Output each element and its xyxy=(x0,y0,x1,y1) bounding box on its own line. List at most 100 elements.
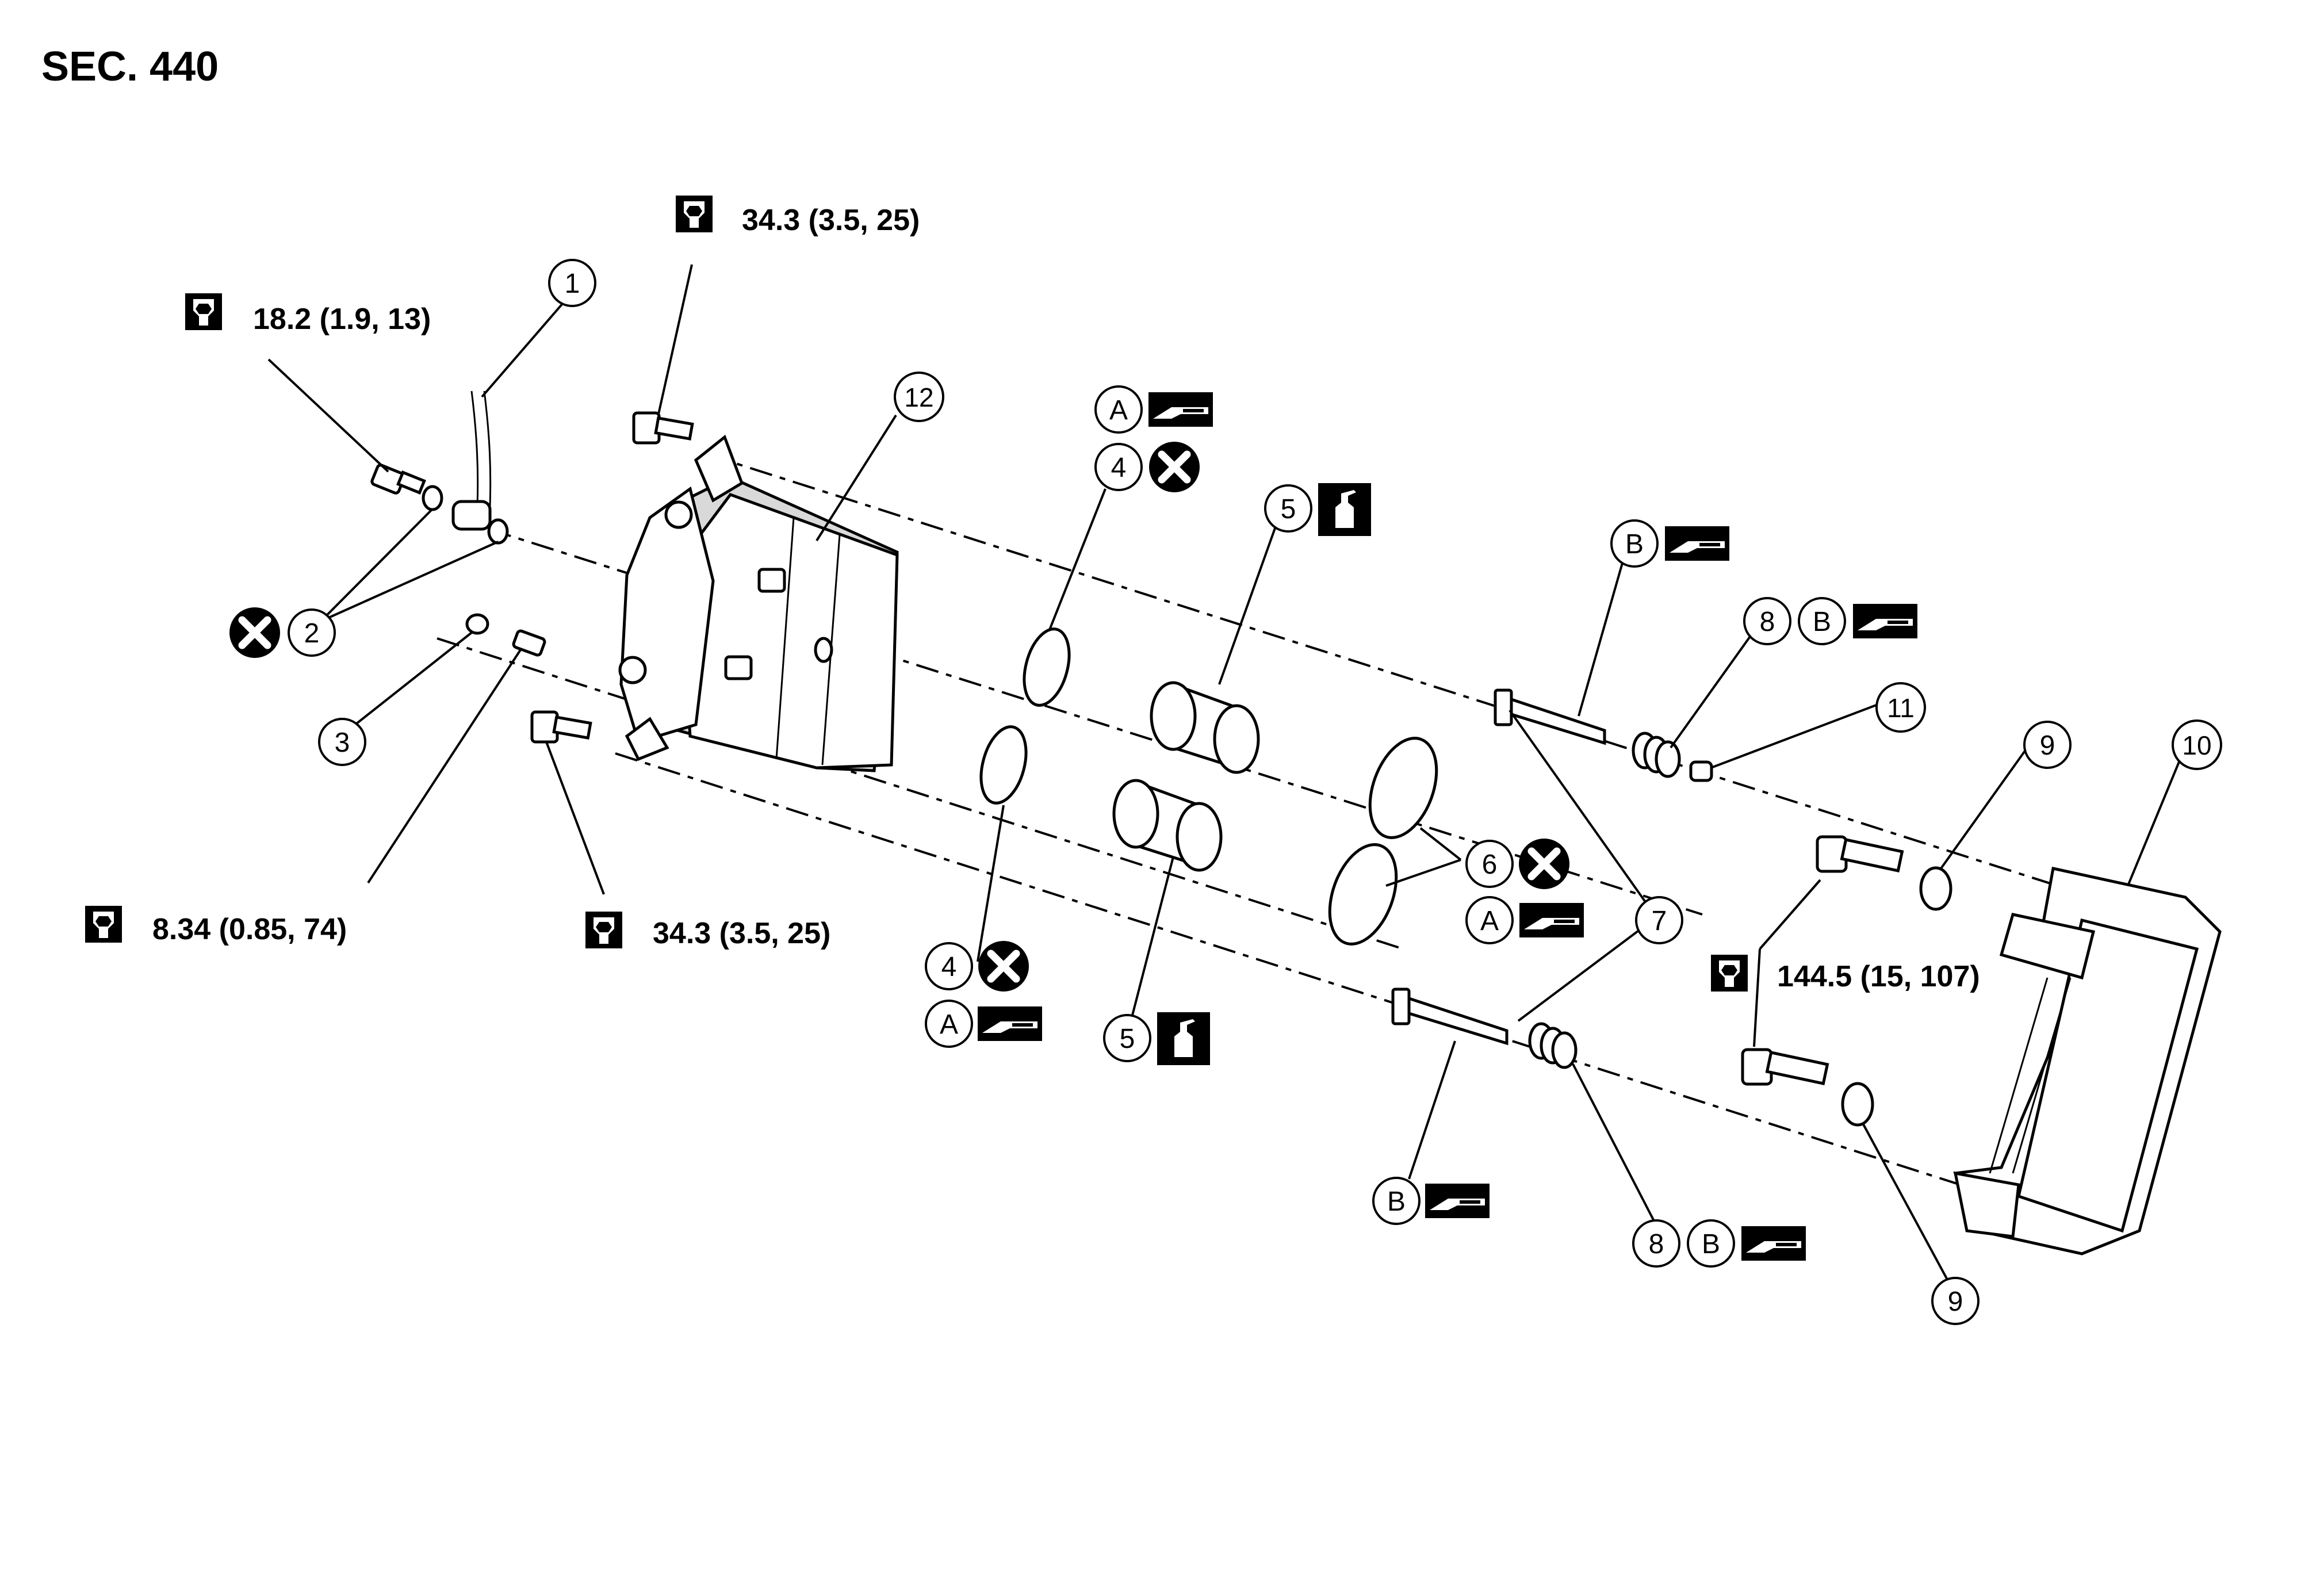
svg-text:4: 4 xyxy=(1111,453,1127,483)
do-not-reuse-x-icon xyxy=(1149,442,1200,492)
copper-washer xyxy=(422,485,443,511)
torque-wrench-icon xyxy=(85,906,122,943)
svg-text:9: 9 xyxy=(2040,730,2055,761)
callout-7: 7 xyxy=(1635,896,1683,944)
bracket-bolt-lower xyxy=(1741,1048,1829,1086)
sliding-pin-lower xyxy=(1391,987,1509,1046)
bracket-washer-lower xyxy=(1841,1082,1874,1127)
grease-gun-icon xyxy=(1519,903,1584,937)
callout-6: 6 xyxy=(1465,839,1569,889)
svg-text:1: 1 xyxy=(565,269,580,299)
torque-wrench-icon xyxy=(185,293,222,330)
callout-3: 3 xyxy=(318,718,366,766)
callout-8-upper: 8 B xyxy=(1743,597,1917,645)
grease-gun-icon xyxy=(1665,526,1729,561)
copper-washer xyxy=(487,518,509,545)
piston-boot-lower xyxy=(1328,843,1398,946)
callout-9-upper: 9 xyxy=(2023,721,2072,769)
grease-gun-icon xyxy=(978,1006,1042,1041)
piston-upper xyxy=(1150,681,1260,774)
svg-text:B: B xyxy=(1387,1186,1406,1217)
do-not-reuse-x-icon xyxy=(978,941,1029,992)
piston-boot-upper xyxy=(1368,737,1438,839)
svg-text:8: 8 xyxy=(1760,607,1775,637)
pin-bushing xyxy=(1689,760,1713,782)
leader-lines xyxy=(267,264,2187,1300)
sliding-pin-upper xyxy=(1494,688,1606,745)
torque-value: 8.34 (0.85, 74) xyxy=(152,913,347,946)
svg-text:7: 7 xyxy=(1652,906,1667,936)
hose-banjo-fitting xyxy=(451,500,492,531)
svg-text:5: 5 xyxy=(1281,494,1296,525)
callout-4-upper: 4 xyxy=(1094,442,1200,492)
lube-note-b-pin-upper: B xyxy=(1610,519,1729,568)
svg-text:10: 10 xyxy=(2182,730,2211,760)
torque-spec-banjo-bolt: 18.2 (1.9, 13) xyxy=(185,293,431,336)
svg-text:A: A xyxy=(1480,906,1499,936)
callout-9-lower: 9 xyxy=(1931,1277,1980,1325)
svg-text:5: 5 xyxy=(1120,1024,1135,1054)
grease-gun-icon xyxy=(1425,1184,1490,1218)
lube-note-b-pin-lower: B xyxy=(1372,1177,1490,1225)
torque-wrench-icon xyxy=(1711,955,1748,992)
bracket-bolt-upper xyxy=(1816,835,1904,873)
do-not-reuse-x-icon xyxy=(1519,839,1569,889)
banjo-bolt xyxy=(370,464,426,495)
svg-text:2: 2 xyxy=(304,618,320,649)
brake-fluid-bottle-icon xyxy=(1157,1012,1210,1065)
torque-value: 144.5 (15, 107) xyxy=(1777,960,1980,993)
svg-text:9: 9 xyxy=(1948,1287,1963,1317)
svg-text:4: 4 xyxy=(941,952,957,982)
caliper-bolt-lower xyxy=(530,710,592,744)
bleeder-screw xyxy=(512,629,546,657)
callout-5-upper: 5 xyxy=(1264,483,1371,536)
torque-spec-bleeder: 8.34 (0.85, 74) xyxy=(85,906,347,946)
piston-lower xyxy=(1112,779,1223,872)
svg-text:6: 6 xyxy=(1482,849,1498,880)
callout-4-lower: 4 xyxy=(925,941,1029,992)
lube-note-a-top: A xyxy=(1094,385,1213,434)
torque-value: 18.2 (1.9, 13) xyxy=(253,303,431,336)
torque-wrench-icon xyxy=(585,912,622,948)
bracket-washer-upper xyxy=(1919,866,1952,911)
svg-text:12: 12 xyxy=(904,382,933,412)
lube-note-a-boot: A xyxy=(1465,896,1584,944)
piston-seal-lower xyxy=(979,725,1028,805)
callout-1: 1 xyxy=(548,259,596,307)
brake-fluid-bottle-icon xyxy=(1318,483,1371,536)
callout-12: 12 xyxy=(894,372,944,422)
caliper-bolt-upper xyxy=(632,411,694,445)
piston-seal-upper xyxy=(1023,627,1071,707)
torque-value: 34.3 (3.5, 25) xyxy=(742,204,920,237)
svg-text:A: A xyxy=(940,1009,958,1040)
svg-text:11: 11 xyxy=(1887,693,1915,723)
caliper-body xyxy=(618,434,899,772)
svg-text:8: 8 xyxy=(1649,1229,1664,1260)
svg-text:B: B xyxy=(1813,607,1831,637)
callout-2: 2 xyxy=(229,607,336,658)
grease-gun-icon xyxy=(1853,604,1917,638)
torque-value: 34.3 (3.5, 25) xyxy=(653,917,830,950)
grease-gun-icon xyxy=(1741,1226,1806,1261)
svg-text:3: 3 xyxy=(335,728,350,758)
callout-10: 10 xyxy=(2172,719,2222,770)
torque-spec-lower-bolt: 34.3 (3.5, 25) xyxy=(585,912,830,950)
torque-spec-upper-bolt: 34.3 (3.5, 25) xyxy=(676,196,920,237)
callout-5-lower: 5 xyxy=(1103,1012,1210,1065)
torque-wrench-icon xyxy=(676,196,713,232)
caliper-bracket xyxy=(1953,867,2222,1256)
svg-text:A: A xyxy=(1109,395,1128,426)
pin-boot-upper xyxy=(1632,732,1681,778)
callout-11: 11 xyxy=(1875,682,1926,733)
pin-boot-lower xyxy=(1528,1022,1578,1069)
callout-8-lower: 8 B xyxy=(1632,1219,1806,1268)
do-not-reuse-x-icon xyxy=(229,607,280,658)
grease-gun-icon xyxy=(1148,392,1213,427)
lube-note-a-lower: A xyxy=(925,1000,1042,1048)
svg-text:B: B xyxy=(1625,529,1644,560)
torque-spec-bracket-bolt: 144.5 (15, 107) xyxy=(1711,955,1980,993)
bleeder-cap xyxy=(465,613,489,635)
svg-text:B: B xyxy=(1702,1229,1720,1260)
section-label: SEC. 440 xyxy=(41,44,219,90)
